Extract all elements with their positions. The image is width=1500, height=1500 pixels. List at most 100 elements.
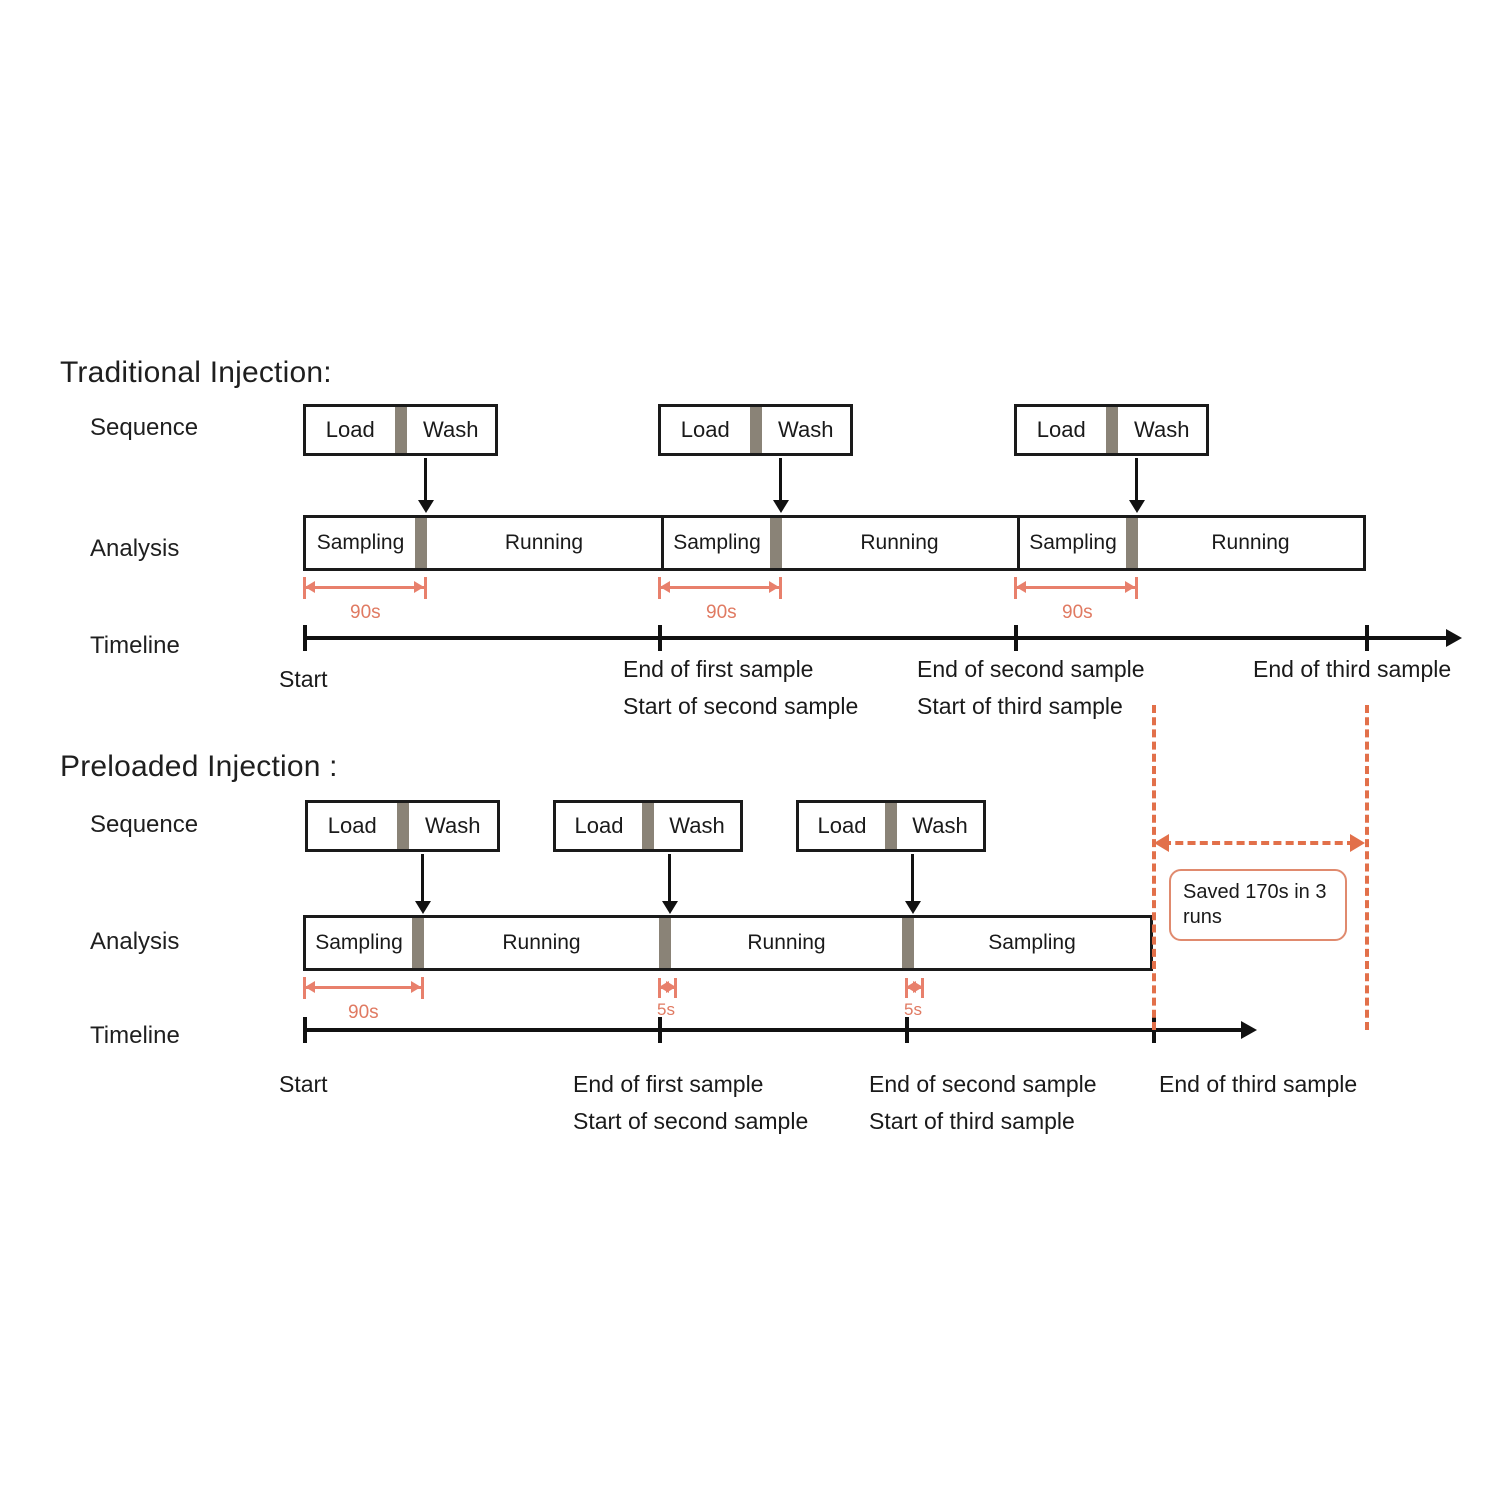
traditional-timeline-label-1-line1: Start	[279, 666, 328, 692]
preloaded-sequence-row-label: Sequence	[90, 811, 199, 838]
load-wash-divider	[396, 803, 409, 849]
preloaded-measure-cap-left-1	[303, 977, 306, 999]
traditional-timeline-tick-1	[303, 625, 307, 651]
analysis-segment-sampling-1: Sampling	[315, 931, 403, 954]
drop-arrow-head-1	[418, 500, 434, 513]
preloaded-measure-arrowhead-right-1	[411, 981, 421, 993]
preloaded-timeline-arrowhead	[1241, 1021, 1257, 1039]
traditional-timeline-label-4-line1: End of third sample	[1253, 656, 1452, 682]
preloaded-sequence-block-3[interactable]: Load Wash	[796, 800, 986, 852]
preloaded-drop-arrow-head-2	[662, 901, 678, 914]
load-cell: Load	[327, 813, 377, 838]
preloaded-measure-label-3: 5s	[904, 1000, 922, 1019]
load-cell: Load	[1036, 417, 1086, 442]
traditional-section-title: Traditional Injection:	[60, 356, 332, 389]
preloaded-timeline-label-3-line1: End of second sample	[869, 1071, 1097, 1097]
measure-line-2	[661, 586, 779, 589]
traditional-timeline-label-2-line1: End of first sample	[623, 656, 814, 682]
saved-span-arrowhead-right	[1350, 834, 1365, 852]
measure-cap-right-1	[424, 577, 427, 599]
traditional-sequence-block-2[interactable]: Load Wash	[658, 404, 853, 456]
measure-arrowhead-right-1	[414, 581, 424, 593]
drop-arrow-shaft-1	[424, 458, 427, 503]
measure-cap-left-2	[658, 577, 661, 599]
preloaded-timeline-tick-3	[905, 1017, 909, 1043]
saved-span-arrowhead-left	[1154, 834, 1169, 852]
analysis-segment-running-2: Running	[747, 931, 826, 954]
preloaded-drop-arrow-head-1	[415, 901, 431, 914]
saved-time-annotation: Saved 170s in 3 runs	[1169, 869, 1347, 941]
preloaded-measure-line-1	[306, 986, 421, 989]
preloaded-analysis-row-label: Analysis	[90, 928, 180, 955]
saved-guide-line-right	[1365, 705, 1369, 1030]
analysis-segment-running-2: Running	[860, 531, 939, 554]
measure-cap-left-3	[1014, 577, 1017, 599]
preloaded-drop-arrow-shaft-2	[668, 854, 671, 904]
preloaded-section-title: Preloaded Injection :	[60, 750, 338, 783]
preloaded-measure-label-2: 5s	[657, 1000, 675, 1019]
traditional-analysis-row-label: Analysis	[90, 535, 180, 562]
traditional-timeline-arrowhead	[1446, 629, 1462, 647]
measure-label-3: 90s	[1062, 602, 1093, 623]
preloaded-measure-arrowhead-right-2	[666, 981, 676, 993]
wash-cell: Wash	[912, 813, 968, 838]
preloaded-timeline-label-4-line1: End of third sample	[1159, 1071, 1358, 1097]
analysis-segment-running-1: Running	[504, 531, 584, 554]
measure-arrowhead-left-1	[305, 581, 315, 593]
measure-cap-right-3	[1135, 577, 1138, 599]
preloaded-measure-arrowhead-left-1	[305, 981, 315, 993]
traditional-timeline-tick-4	[1365, 625, 1369, 651]
traditional-timeline-axis	[303, 636, 1448, 640]
load-wash-divider	[394, 407, 407, 453]
load-cell: Load	[574, 813, 624, 838]
analysis-segment-running-3: Running	[1211, 531, 1290, 554]
measure-line-1	[306, 586, 424, 589]
analysis-segment-running-1: Running	[502, 931, 581, 954]
analysis-segment-sampling-2: Sampling	[661, 518, 770, 568]
measure-line-3	[1017, 586, 1135, 589]
traditional-timeline-tick-2	[658, 625, 662, 651]
traditional-timeline-label-3-line2: Start of third sample	[917, 693, 1123, 719]
preloaded-timeline-label-3-line2: Start of third sample	[869, 1108, 1075, 1134]
traditional-timeline-tick-3	[1014, 625, 1018, 651]
preloaded-analysis-strip[interactable]: Sampling Running Running Sampling	[303, 915, 1153, 971]
analysis-divider-2	[659, 918, 671, 968]
traditional-analysis-strip[interactable]: Sampling Running Sampling Running Sampli…	[303, 515, 1366, 571]
saved-guide-line-left	[1152, 705, 1156, 1030]
measure-arrowhead-right-3	[1125, 581, 1135, 593]
traditional-timeline-label-3-line1: End of second sample	[917, 656, 1145, 682]
preloaded-measure-arrowhead-right-3	[913, 981, 923, 993]
load-cell: Load	[325, 417, 375, 442]
measure-arrowhead-left-2	[660, 581, 670, 593]
measure-label-2: 90s	[706, 602, 737, 623]
preloaded-timeline-label-2-line2: Start of second sample	[573, 1108, 809, 1134]
preloaded-measure-label-1: 90s	[348, 1002, 379, 1023]
traditional-sequence-row-label: Sequence	[90, 414, 199, 441]
traditional-timeline-label-2-line2: Start of second sample	[623, 693, 859, 719]
analysis-divider-3	[1126, 518, 1138, 568]
preloaded-measure-arrowhead-left-2	[659, 981, 669, 993]
preloaded-timeline-label-1-line1: Start	[279, 1071, 328, 1097]
traditional-sequence-block-3[interactable]: Load Wash	[1014, 404, 1209, 456]
preloaded-measure-cap-right-1	[421, 977, 424, 999]
analysis-segment-sampling-1: Sampling	[316, 531, 405, 554]
load-wash-divider	[885, 803, 897, 849]
analysis-divider-1	[412, 918, 424, 968]
preloaded-timeline-row-label: Timeline	[90, 1022, 180, 1049]
preloaded-sequence-block-1[interactable]: Load Wash	[305, 800, 500, 852]
preloaded-timeline-label-2-line1: End of first sample	[573, 1071, 764, 1097]
saved-span-line	[1163, 841, 1355, 845]
wash-cell: Wash	[423, 417, 479, 442]
measure-arrowhead-right-2	[769, 581, 779, 593]
measure-cap-left-1	[303, 577, 306, 599]
preloaded-drop-arrow-head-3	[905, 901, 921, 914]
measure-cap-right-2	[779, 577, 782, 599]
wash-cell: Wash	[425, 813, 481, 838]
preloaded-timeline-axis	[303, 1028, 1243, 1032]
traditional-timeline-row-label: Timeline	[90, 632, 180, 659]
wash-cell: Wash	[669, 813, 725, 838]
preloaded-measure-arrowhead-left-3	[906, 981, 916, 993]
preloaded-sequence-block-2[interactable]: Load Wash	[553, 800, 743, 852]
traditional-sequence-block-1[interactable]: Load Wash	[303, 404, 498, 456]
